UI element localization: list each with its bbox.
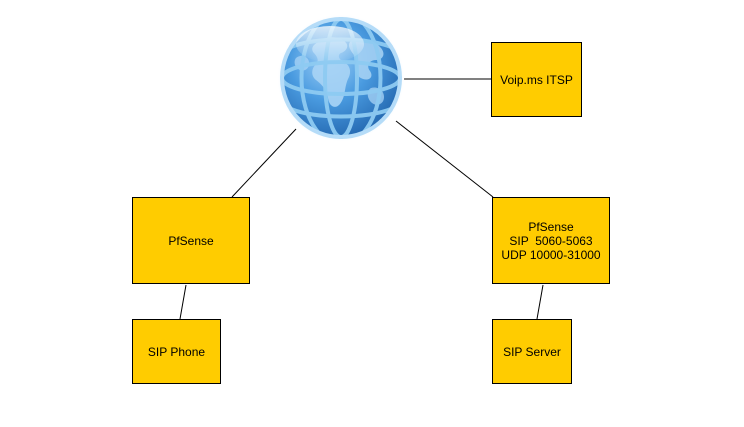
pfsense-left-label: PfSense (168, 233, 214, 248)
link-globe-pfsense-right (395, 120, 494, 198)
link-pfsense-sip-server (536, 284, 544, 320)
voip-itsp-node: Voip.ms ITSP (491, 42, 582, 117)
sip-server-node: SIP Server (492, 319, 572, 384)
sip-server-label: SIP Server (503, 344, 561, 359)
voip-itsp-label: Voip.ms ITSP (500, 72, 573, 87)
globe-icon (277, 14, 405, 142)
pfsense-right-title: PfSense (528, 219, 574, 234)
pfsense-right-node: PfSense SIP 5060-5063 UDP 10000-31000 (492, 197, 610, 284)
sip-phone-node: SIP Phone (132, 319, 221, 384)
pfsense-right-sip-ports: SIP 5060-5063 (509, 233, 593, 248)
pfsense-right-udp-ports: UDP 10000-31000 (501, 247, 601, 262)
link-pfsense-sip-phone (179, 284, 187, 320)
link-globe-pfsense-left (231, 128, 297, 198)
sip-phone-label: SIP Phone (147, 344, 206, 359)
pfsense-left-node: PfSense (132, 197, 250, 284)
